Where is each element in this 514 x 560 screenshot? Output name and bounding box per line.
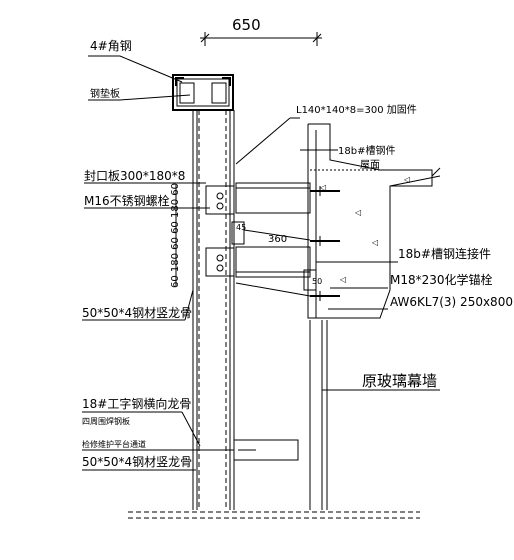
dim-360: 360 [268,234,287,245]
label-glass-wall: 原玻璃幕墙 [362,372,437,390]
label-stiffener: L140*140*8=300 加固件 [296,104,417,116]
svg-text:◁: ◁ [354,208,361,217]
dim-50: 50 [312,277,322,286]
dim-45: 45 [236,223,246,232]
label-keel-b: 50*50*4钢材竖龙骨 [82,455,192,469]
label-beam-kl: AW6KL7(3) 250x800 [390,295,513,309]
label-keel-a: 50*50*4钢材竖龙骨 [82,306,192,320]
label-channel-top: 18b#槽钢件 [338,144,395,157]
label-weld: 四周围焊钢板 [82,416,130,426]
label-cover-plate: 封口板300*180*8 [84,169,185,183]
svg-text:◁: ◁ [319,183,326,192]
label-platform: 检修维护平台通道 [82,439,146,449]
label-anchor-m18: M18*230化学锚栓 [390,272,493,287]
label-ibeam: 18#工字钢横向龙骨 [82,396,191,411]
label-channel-conn: 18b#槽钢连接件 [398,246,491,261]
label-roof: 屋面 [360,159,380,171]
label-bolt-m16: M16不锈钢螺栓 [84,193,170,208]
svg-text:◁: ◁ [339,275,346,284]
label-steel-plate: 钢垫板 [90,87,120,100]
anchor-bolts [310,186,340,301]
label-angle-steel: 4#角钢 [90,39,132,53]
vertical-dimension-stack: 60 180 60 60 180 60 [170,183,181,288]
top-cap [172,74,234,111]
svg-text:◁: ◁ [403,175,410,184]
top-dimension: 650 [200,16,322,46]
concrete-beam: ◁ ◁ ◁ ◁ ◁ [307,123,433,510]
svg-text:◁: ◁ [371,238,378,247]
horizontal-members [205,182,317,297]
dimension-650: 650 [232,16,261,34]
